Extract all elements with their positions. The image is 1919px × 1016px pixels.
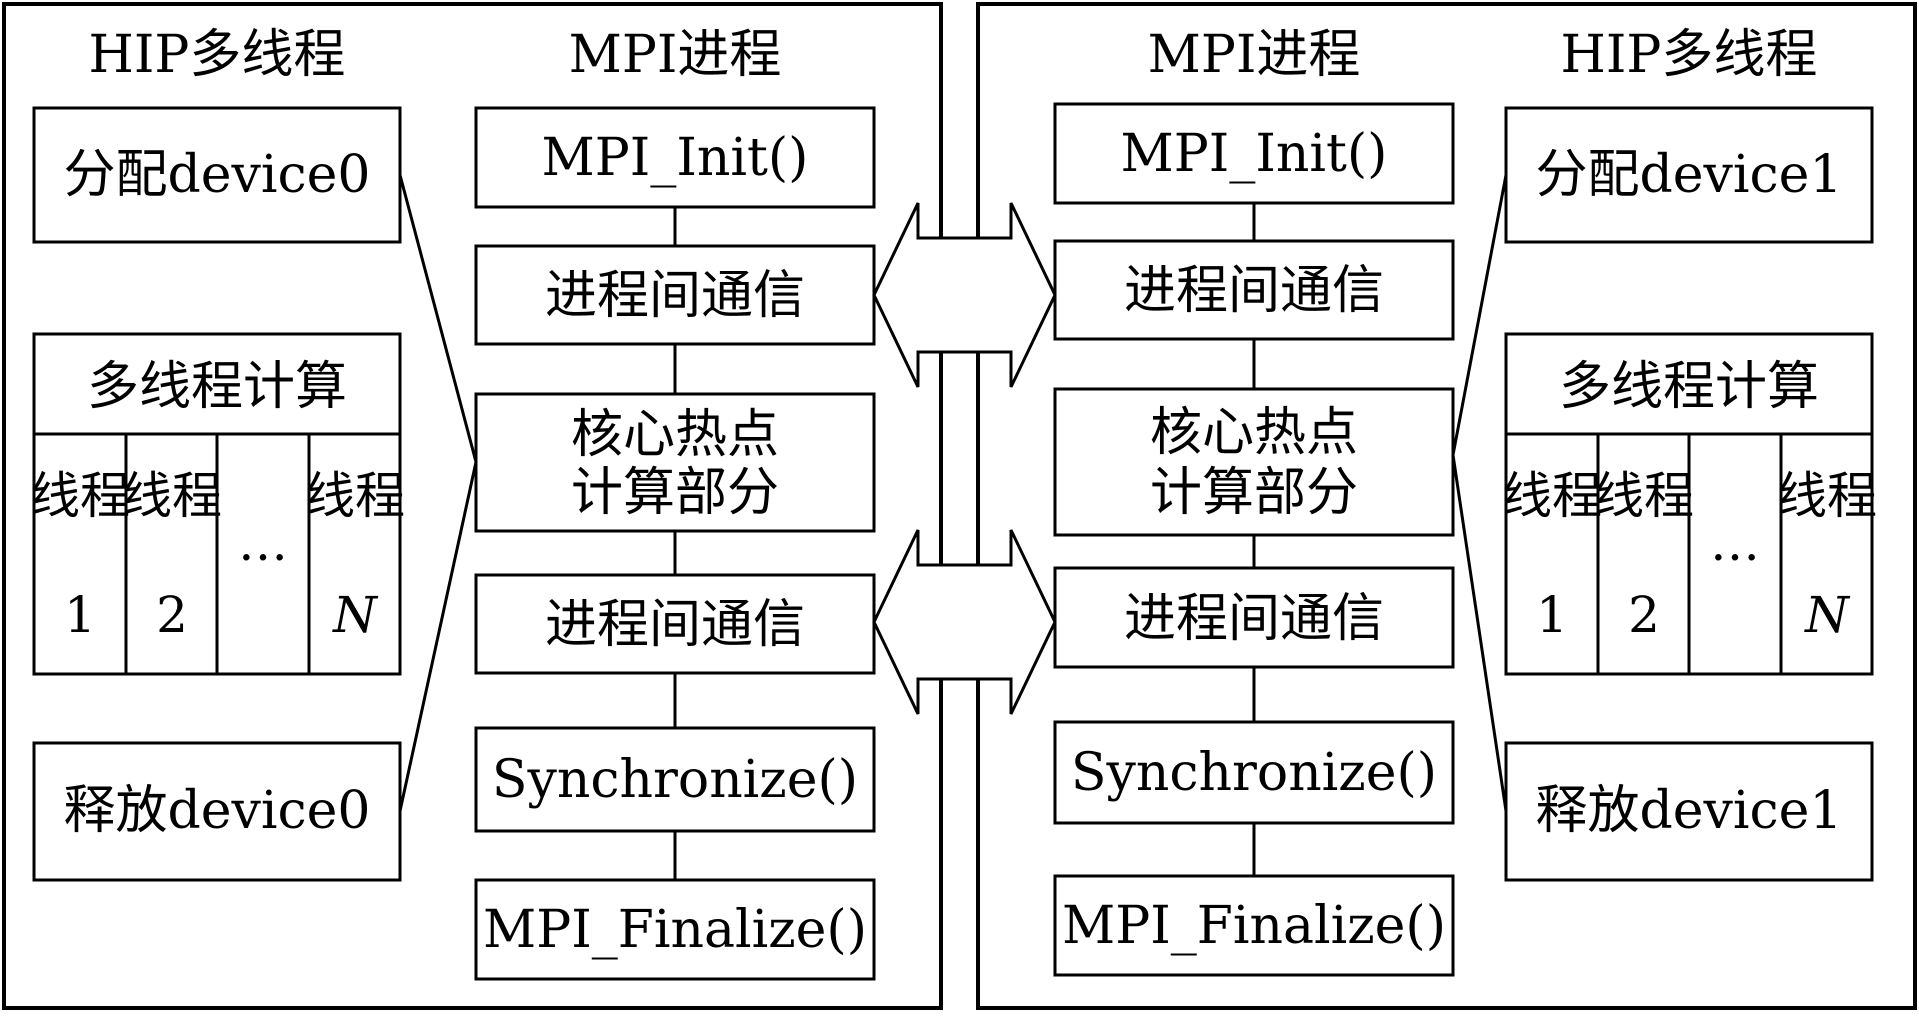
left-mpi-init-label: MPI_Init() (542, 128, 809, 188)
left-link-line (398, 461, 478, 812)
left-hip-title: HIP多线程 (89, 25, 346, 85)
right-panel-frame (976, 2, 1917, 1010)
left-release-box (32, 741, 402, 882)
left-mpi-title: MPI进程 (569, 25, 782, 85)
thread-number: N (1804, 586, 1851, 644)
right-thread-1: 线程 1 (1502, 467, 1602, 644)
right-panel: MPI进程 HIP多线程 MPI_Init() 进程间通信 核心热点 计算部分 … (976, 2, 1917, 1010)
right-release-label: 释放device1 (1535, 781, 1842, 841)
left-release-label: 释放device0 (63, 781, 370, 841)
ellipsis: … (1710, 514, 1760, 572)
right-sync-label: Synchronize() (1071, 743, 1437, 803)
left-mpi-init-box (474, 106, 876, 209)
thread-number: 2 (156, 586, 188, 644)
right-hip-title: HIP多线程 (1561, 25, 1818, 85)
left-sync-box (474, 726, 876, 833)
left-panel-frame (2, 2, 943, 1010)
right-release-box (1504, 741, 1874, 882)
thread-char: 线程 (122, 467, 222, 525)
thread-char: 线程 (1777, 467, 1877, 525)
right-allocate-label: 分配device1 (1535, 145, 1842, 205)
left-finalize-box (474, 878, 876, 981)
comm1-double-arrow-icon (872, 202, 1057, 388)
thread-number: 2 (1628, 586, 1660, 644)
right-finalize-box (1053, 874, 1455, 977)
thread-char: 线程 (1502, 467, 1602, 525)
right-mpi-title: MPI进程 (1148, 25, 1361, 85)
left-panel: HIP多线程 MPI进程 分配device0 多线程计算 线程 1 线程 2 …… (2, 2, 943, 1010)
right-mpi-init-box (1053, 102, 1455, 205)
left-compute-title: 多线程计算 (87, 357, 347, 417)
left-thread-n: 线程 N (305, 467, 405, 644)
right-comm2-box (1053, 566, 1455, 669)
right-thread-n: 线程 N (1777, 467, 1877, 644)
left-allocate-label: 分配device0 (63, 145, 370, 205)
right-hotspot-line2: 计算部分 (1150, 463, 1358, 523)
right-hotspot-line1: 核心热点 (1150, 403, 1358, 463)
right-comm1-label: 进程间通信 (1124, 261, 1384, 321)
thread-number: 1 (64, 586, 96, 644)
left-hotspot-line1: 核心热点 (571, 405, 779, 465)
left-sync-label: Synchronize() (492, 750, 858, 810)
left-thread-1: 线程 1 (30, 467, 130, 644)
left-hotspot-line2: 计算部分 (571, 463, 779, 523)
ellipsis: … (238, 514, 288, 572)
right-link-line (1451, 174, 1508, 456)
left-thread-2: 线程 2 (122, 467, 222, 644)
right-link-line (1451, 454, 1508, 812)
thread-char: 线程 (30, 467, 130, 525)
thread-char: 线程 (305, 467, 405, 525)
left-comm2-label: 进程间通信 (545, 595, 805, 655)
left-comm1-label: 进程间通信 (545, 266, 805, 326)
right-comm1-box (1053, 239, 1455, 341)
left-link-line (398, 174, 478, 463)
thread-char: 线程 (1594, 467, 1694, 525)
right-mpi-init-label: MPI_Init() (1121, 124, 1388, 184)
right-thread-ellipsis: … (1710, 514, 1760, 572)
right-finalize-label: MPI_Finalize() (1062, 896, 1446, 956)
right-comm2-label: 进程间通信 (1124, 589, 1384, 649)
left-thread-ellipsis: … (238, 514, 288, 572)
right-thread-2: 线程 2 (1594, 467, 1694, 644)
thread-number: N (332, 586, 379, 644)
comm2-double-arrow-icon (872, 529, 1057, 715)
right-compute-title: 多线程计算 (1559, 357, 1819, 417)
right-sync-box (1053, 720, 1455, 825)
left-finalize-label: MPI_Finalize() (483, 900, 867, 960)
thread-number: 1 (1536, 586, 1568, 644)
